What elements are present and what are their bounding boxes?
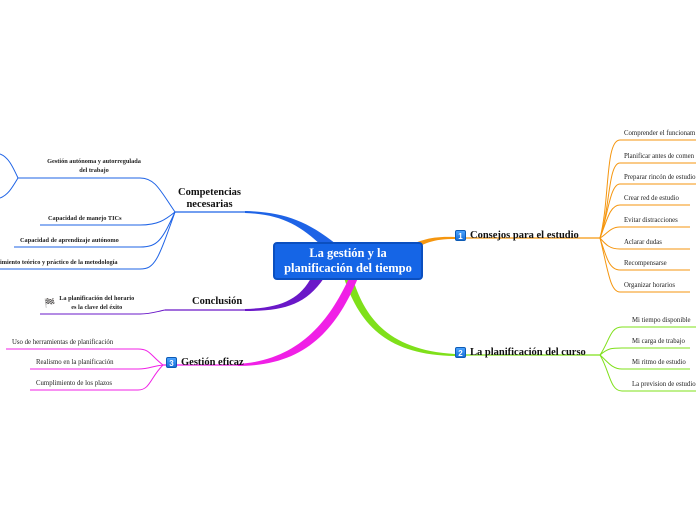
topic-conclusion-label: Conclusión <box>192 296 243 307</box>
subtopic-planificacion-2[interactable]: Mi carga de trabajo <box>632 338 685 345</box>
subtopic-planificacion-1[interactable]: Mi tiempo disponible <box>632 317 691 324</box>
subtopic-planificacion-4[interactable]: La prevision de estudio <box>632 381 696 388</box>
subtopic-conclusion-line1: La planificación del horario <box>59 295 135 302</box>
subtopic-conclusion-1[interactable]: 🏁 La planificación del horario es la cla… <box>44 294 134 312</box>
topic-gestion[interactable]: 3 Gestión eficaz <box>166 357 244 368</box>
subtopic-competencias-4[interactable]: imiento teórico y práctico de la metodol… <box>0 259 118 266</box>
subtopic-consejos-2[interactable]: Planificar antes de comen <box>624 153 695 160</box>
subtopic-consejos-5[interactable]: Evitar distracciones <box>624 217 678 224</box>
subtopic-conclusion-text: La planificación del horario es la clave… <box>59 294 134 312</box>
branch-competencias-connector <box>245 211 336 246</box>
subtopic-gestion-3[interactable]: Cumplimiento de los plazos <box>36 380 113 387</box>
subtopic-competencias-2[interactable]: Capacidad de manejo TICs <box>48 215 122 222</box>
topic-competencias-line2: necesarias <box>186 199 233 210</box>
branch-planificacion-connector <box>344 276 455 356</box>
central-topic-line2: planificación del tiempo <box>284 261 412 275</box>
topic-planificacion-label: La planificación del curso <box>470 347 586 358</box>
subtopic-consejos-1[interactable]: Comprender el funcionam <box>624 130 696 137</box>
subtopic-consejos-3[interactable]: Preparar rincón de estudio <box>624 174 696 181</box>
subtopic-gestion-2[interactable]: Realismo en la planificación <box>36 359 114 366</box>
subtopic-competencias-3[interactable]: Capacidad de aprendizaje autónomo <box>20 237 119 244</box>
topic-consejos-label: Consejos para el estudio <box>470 230 579 241</box>
topic-competencias[interactable]: Competencias necesarias <box>178 187 241 211</box>
topic-consejos[interactable]: 1 Consejos para el estudio <box>455 230 579 241</box>
number-3-icon: 3 <box>166 357 177 368</box>
checkered-flag-icon: 🏁 <box>44 297 56 308</box>
central-topic-line1: La gestión y la <box>309 246 387 260</box>
subtopic-competencias-1[interactable]: Gestión autónoma y autorregulada del tra… <box>24 157 164 175</box>
topic-gestion-label: Gestión eficaz <box>181 357 244 368</box>
subtopic-consejos-7[interactable]: Recompensarse <box>624 260 667 267</box>
topic-competencias-line1: Competencias <box>178 187 241 198</box>
branch-gestion-connector <box>238 276 358 366</box>
subtopic-planificacion-3[interactable]: Mi ritmo de estudio <box>632 359 686 366</box>
topic-conclusion[interactable]: Conclusión <box>192 296 242 307</box>
branch-conclusion-connector <box>245 276 324 311</box>
subtopic-consejos-6[interactable]: Aclarar dudas <box>624 239 662 246</box>
subtopic-consejos-4[interactable]: Crear red de estudio <box>624 195 679 202</box>
topic-planificacion[interactable]: 2 La planificación del curso <box>455 347 586 358</box>
number-1-icon: 1 <box>455 230 466 241</box>
subtopic-competencias-1-line2: del trabajo <box>79 167 109 174</box>
central-topic[interactable]: La gestión y la planificación del tiempo <box>273 242 423 280</box>
subtopic-gestion-1[interactable]: Uso de herramientas de planificación <box>12 339 114 346</box>
number-2-icon: 2 <box>455 347 466 358</box>
subtopic-conclusion-line2: es la clave del éxito <box>71 304 123 311</box>
subtopic-consejos-8[interactable]: Organizar horarios <box>624 282 676 289</box>
subtopic-competencias-1-line1: Gestión autónoma y autorregulada <box>47 158 141 165</box>
